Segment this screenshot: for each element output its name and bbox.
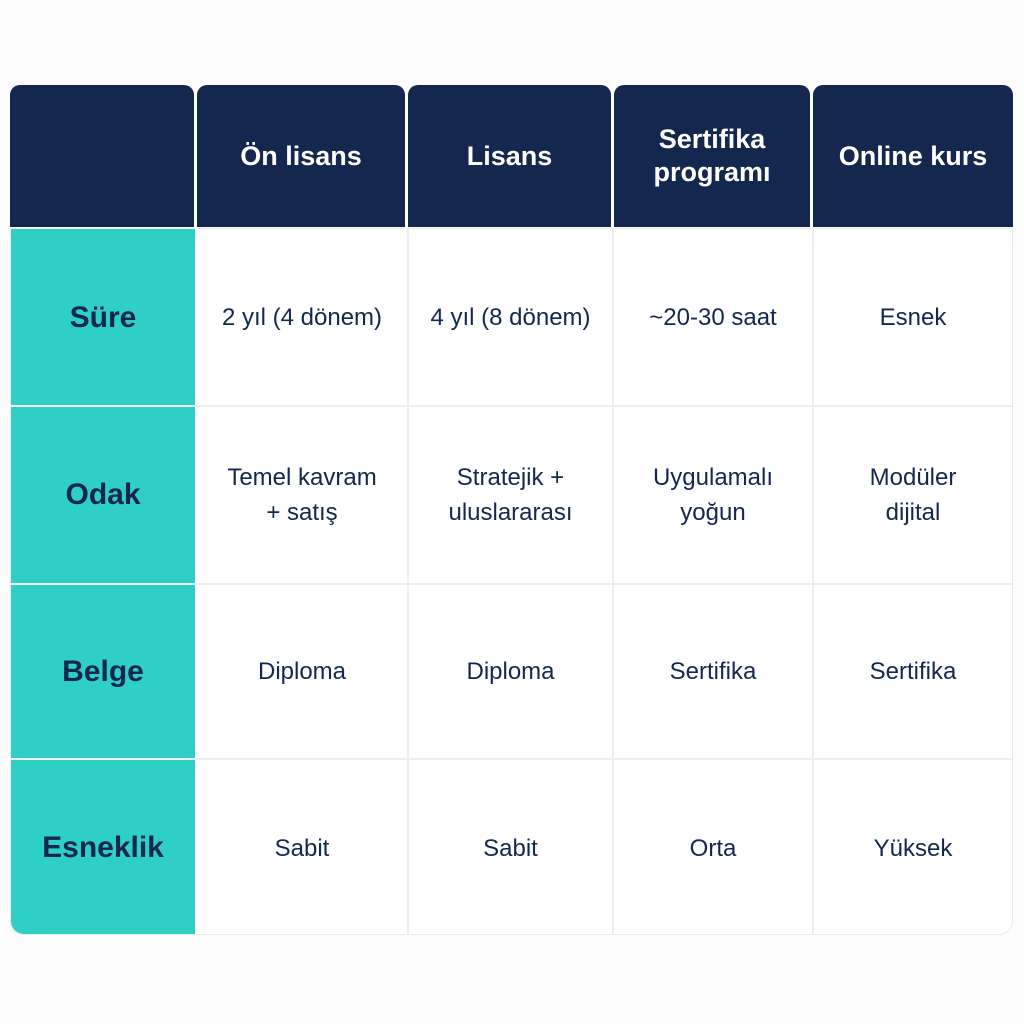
comparison-table: Ön lisans Lisans Sertifika programı Onli… [10,85,1013,935]
grid-line [11,405,195,407]
header-label: Lisans [466,140,553,171]
table-cell: Sabit [197,760,407,934]
header-label: Ön lisans [240,140,362,171]
table-cell: Uygulamalı yoğun [614,407,812,583]
table-body: Süre 2 yıl (4 dönem) 4 yıl (8 dönem) ~20… [10,228,1013,935]
cell-text: Esnek [879,303,947,331]
cell-text: Sertifika [869,658,957,685]
row-header-sure: Süre [11,229,195,406]
header-label: Sertifika programı [653,124,771,187]
header-cell-online-kurs: Online kurs [813,85,1013,227]
cell-text: Sabit [274,834,330,862]
row-header-odak: Odak [11,407,195,583]
header-cell-on-lisans: Ön lisans [197,85,405,227]
header-cell-sertifika-programi: Sertifika programı [614,85,810,227]
table-cell: Diploma [197,585,407,758]
table-cell: ~20-30 saat [614,229,812,405]
grid-line [812,229,814,934]
cell-text: Orta [689,834,737,862]
row-header-label: Esneklik [42,831,164,864]
cell-text: Yüksek [873,834,953,862]
row-header-belge: Belge [11,585,195,758]
cell-text: Diploma [466,658,555,685]
grid-line [11,758,195,760]
row-header-label: Belge [62,654,144,688]
grid-line [11,583,195,585]
header-corner-cell [10,85,194,227]
row-header-label: Odak [65,478,141,511]
cell-text: Stratejik + uluslararası [448,464,573,526]
table-cell: Sabit [409,760,612,934]
grid-line [407,229,409,934]
cell-text: ~20-30 saat [649,303,777,331]
table-cell: Esnek [814,229,1012,405]
cell-text: 2 yıl (4 dönem) [221,303,383,331]
table-cell: 4 yıl (8 dönem) [409,229,612,405]
table-cell: Sertifika [614,585,812,758]
cell-text: 4 yıl (8 dönem) [430,303,591,331]
table-cell: Orta [614,760,812,934]
table-cell: Temel kavram + satış [197,407,407,583]
cell-text: Uygulamalı yoğun [652,464,774,526]
table-cell: 2 yıl (4 dönem) [197,229,407,405]
cell-text: Modüler dijital [869,464,957,526]
cell-text: Sertifika [669,658,757,685]
header-cell-lisans: Lisans [408,85,611,227]
header-label: Online kurs [838,140,988,171]
table-cell: Modüler dijital [814,407,1012,583]
row-header-esneklik: Esneklik [11,760,195,934]
table-cell: Diploma [409,585,612,758]
cell-text: Diploma [257,658,347,685]
grid-line [195,758,1012,760]
table-cell: Yüksek [814,760,1012,934]
cell-text: Sabit [483,834,538,862]
table-cell: Stratejik + uluslararası [409,407,612,583]
cell-text: Temel kavram + satış [227,464,377,526]
grid-line [612,229,614,934]
table-cell: Sertifika [814,585,1012,758]
grid-line [195,583,1012,585]
grid-line [195,405,1012,407]
row-header-label: Süre [69,300,137,334]
